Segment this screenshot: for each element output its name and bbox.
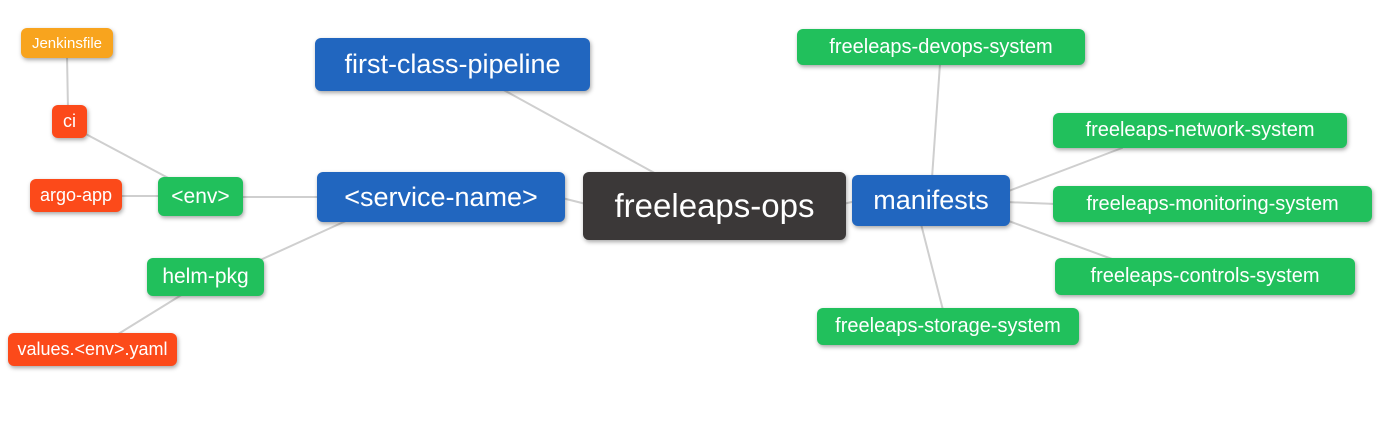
node-jenkinsfile[interactable]: Jenkinsfile [21, 28, 113, 58]
node-manifests[interactable]: manifests [852, 175, 1010, 226]
edge-manifests-network-system [1005, 147, 1123, 193]
edge-service-name-helm-pkg [257, 219, 349, 262]
edge-jenkinsfile-ci [66, 54, 69, 111]
edge-manifests-monitoring-system [1005, 201, 1057, 205]
node-freeleaps-controls-system[interactable]: freeleaps-controls-system [1055, 258, 1355, 295]
node-helm-pkg[interactable]: helm-pkg [147, 258, 264, 296]
edge-manifests-storage-system [920, 223, 944, 311]
node-freeleaps-monitoring-system[interactable]: freeleaps-monitoring-system [1053, 186, 1372, 222]
node-first-class-pipeline[interactable]: first-class-pipeline [315, 38, 590, 91]
node-freeleaps-ops-root[interactable]: freeleaps-ops [583, 172, 846, 240]
node-freeleaps-devops-system[interactable]: freeleaps-devops-system [797, 29, 1085, 65]
edge-ci-env [81, 131, 173, 181]
node-values-env-yaml[interactable]: values.<env>.yaml [8, 333, 177, 366]
edge-service-name-freeleaps-ops [561, 197, 587, 205]
edge-manifests-devops-system [931, 63, 941, 179]
node-freeleaps-storage-system[interactable]: freeleaps-storage-system [817, 308, 1079, 345]
node-env[interactable]: <env> [158, 177, 243, 216]
node-service-name[interactable]: <service-name> [317, 172, 565, 222]
edge-helm-pkg-values-env-yaml [114, 293, 184, 337]
edge-first-class-pipeline-freeleaps-ops [499, 87, 661, 177]
node-freeleaps-network-system[interactable]: freeleaps-network-system [1053, 113, 1347, 148]
node-argo-app[interactable]: argo-app [30, 179, 122, 212]
edge-manifests-controls-system [1005, 219, 1113, 260]
node-ci[interactable]: ci [52, 105, 87, 138]
